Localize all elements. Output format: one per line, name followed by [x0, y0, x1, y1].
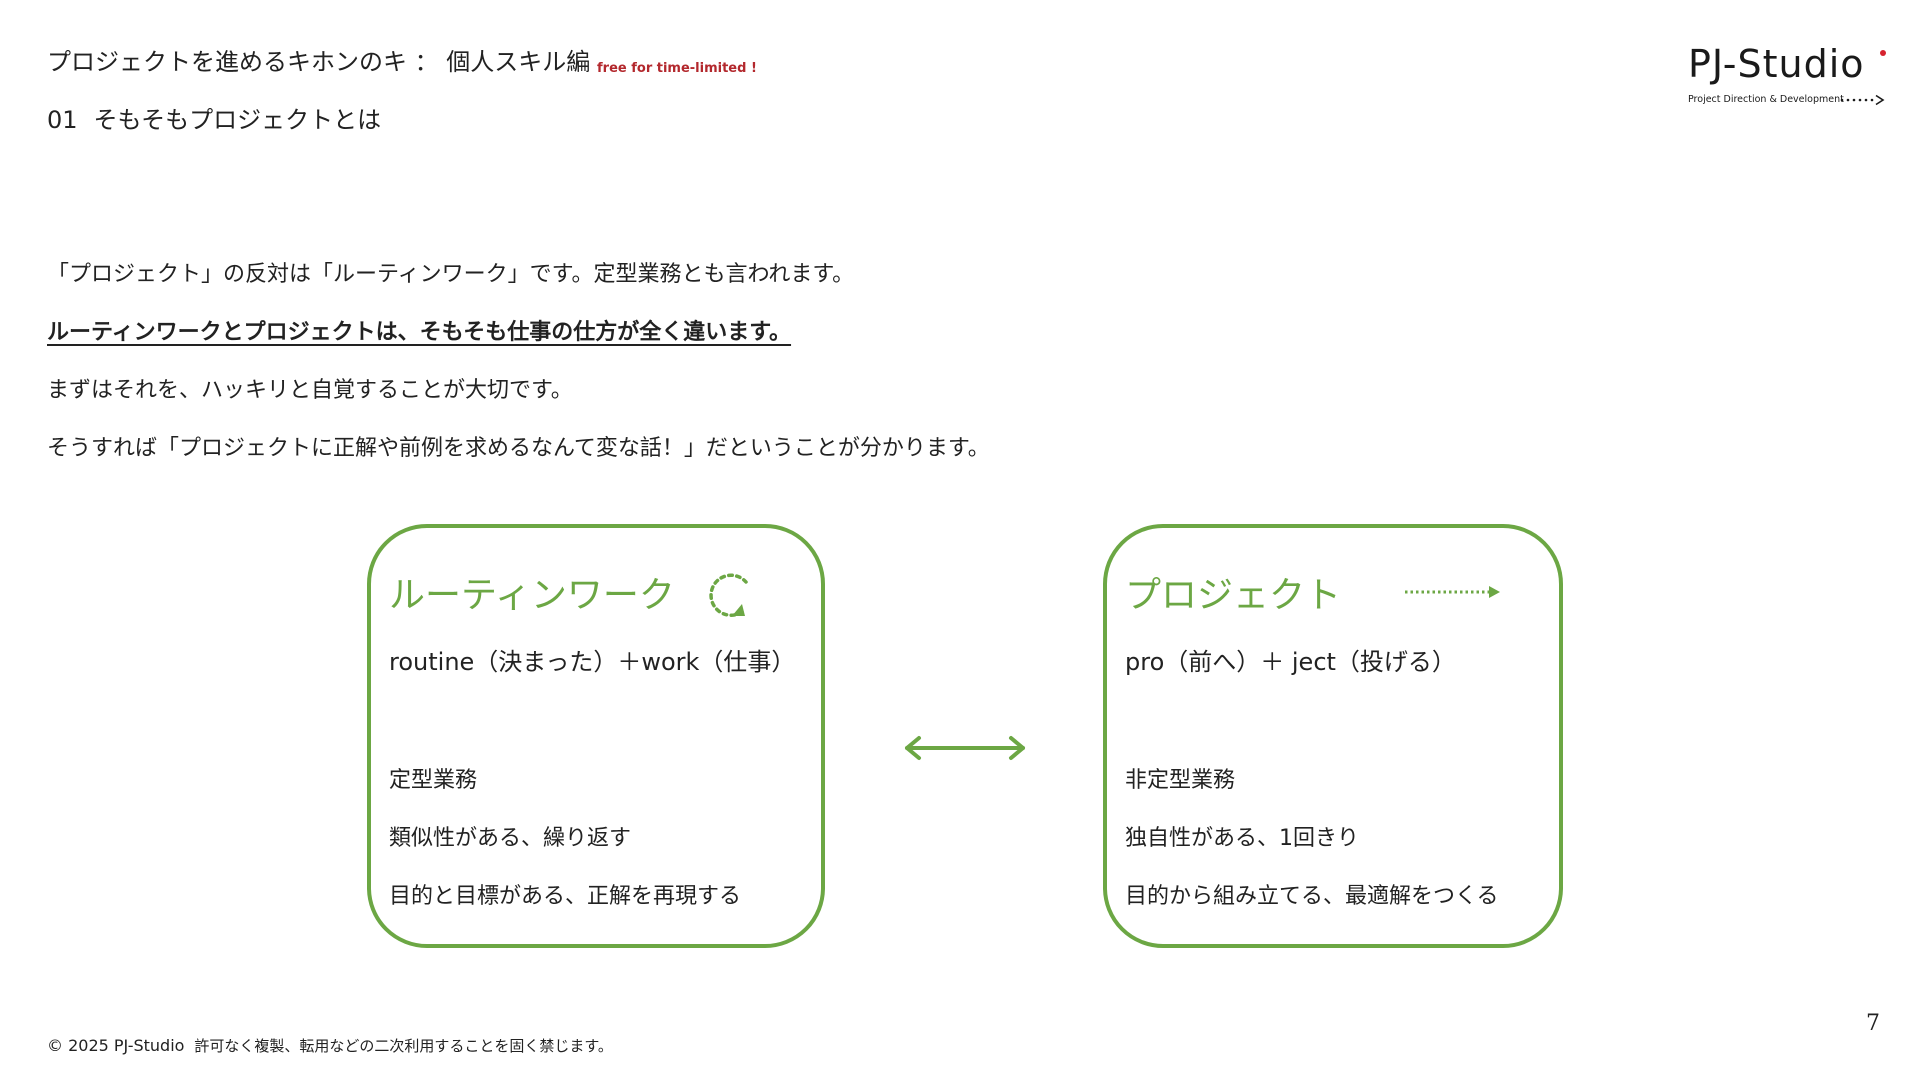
routine-card-item: 定型業務 — [389, 768, 478, 793]
intro-line-3: まずはそれを、ハッキリと自覚することが大切です。 — [47, 378, 573, 403]
routine-card-item: 目的と目標がある、正解を再現する — [389, 884, 742, 909]
intro-line-4: そうすれば「プロジェクトに正解や前例を求めるなんて変な話！」だということが分かり… — [47, 436, 990, 461]
section-number: 01 — [47, 106, 78, 134]
routine-card-item: 類似性がある、繰り返す — [389, 826, 632, 851]
project-card-title: プロジェクト — [1125, 575, 1342, 616]
section-title-text: そもそもプロジェクトとは — [93, 106, 382, 134]
footer: © 2025 PJ-Studio 許可なく複製、転用などの二次利用することを固く禁… — [47, 1035, 613, 1057]
project-card-item: 目的から組み立てる、最適解をつくる — [1125, 884, 1499, 909]
project-card-etymology: pro（前へ）＋ ject（投げる） — [1125, 648, 1456, 676]
routine-card-etymology: routine（決まった）＋work（仕事） — [389, 648, 796, 676]
project-card: プロジェクト pro（前へ）＋ ject（投げる） 非定型業務 独自性がある、1… — [1103, 524, 1563, 948]
logo-accent-dot — [1880, 50, 1886, 56]
logo-dotted-arrow-icon — [1840, 94, 1885, 106]
logo-name: PJ-Studio — [1688, 42, 1865, 86]
routine-work-card: ルーティンワーク routine（決まった）＋work（仕事） 定型業務 類似性… — [367, 524, 825, 948]
course-title: プロジェクトを進めるキホンのキ ： 個人スキル編 — [47, 48, 591, 76]
bidirectional-arrow-icon — [905, 736, 1025, 760]
intro-line-2-emphasis: ルーティンワークとプロジェクトは、そもそも仕事の仕方が全く違います。 — [47, 320, 792, 345]
logo-tagline: Project Direction & Development — [1688, 94, 1844, 105]
project-card-item: 独自性がある、1回きり — [1125, 826, 1359, 851]
dotted-arrow-icon — [1405, 586, 1500, 598]
promo-tag: free for time-limited ! — [597, 61, 757, 76]
pj-studio-logo: PJ-Studio Project Direction & Developmen… — [1688, 42, 1888, 112]
section-title: 01 そもそもプロジェクトとは — [47, 104, 381, 136]
page-number: 7 — [1866, 1011, 1880, 1036]
cycle-icon — [709, 573, 748, 618]
project-card-item: 非定型業務 — [1125, 768, 1236, 793]
routine-card-title: ルーティンワーク — [389, 575, 675, 616]
copyright-notice: 許可なく複製、転用などの二次利用することを固く禁じます。 — [194, 1037, 613, 1055]
intro-line-1: 「プロジェクト」の反対は「ルーティンワーク」です。定型業務とも言われます。 — [47, 262, 855, 287]
copyright: © 2025 PJ-Studio — [47, 1036, 185, 1055]
